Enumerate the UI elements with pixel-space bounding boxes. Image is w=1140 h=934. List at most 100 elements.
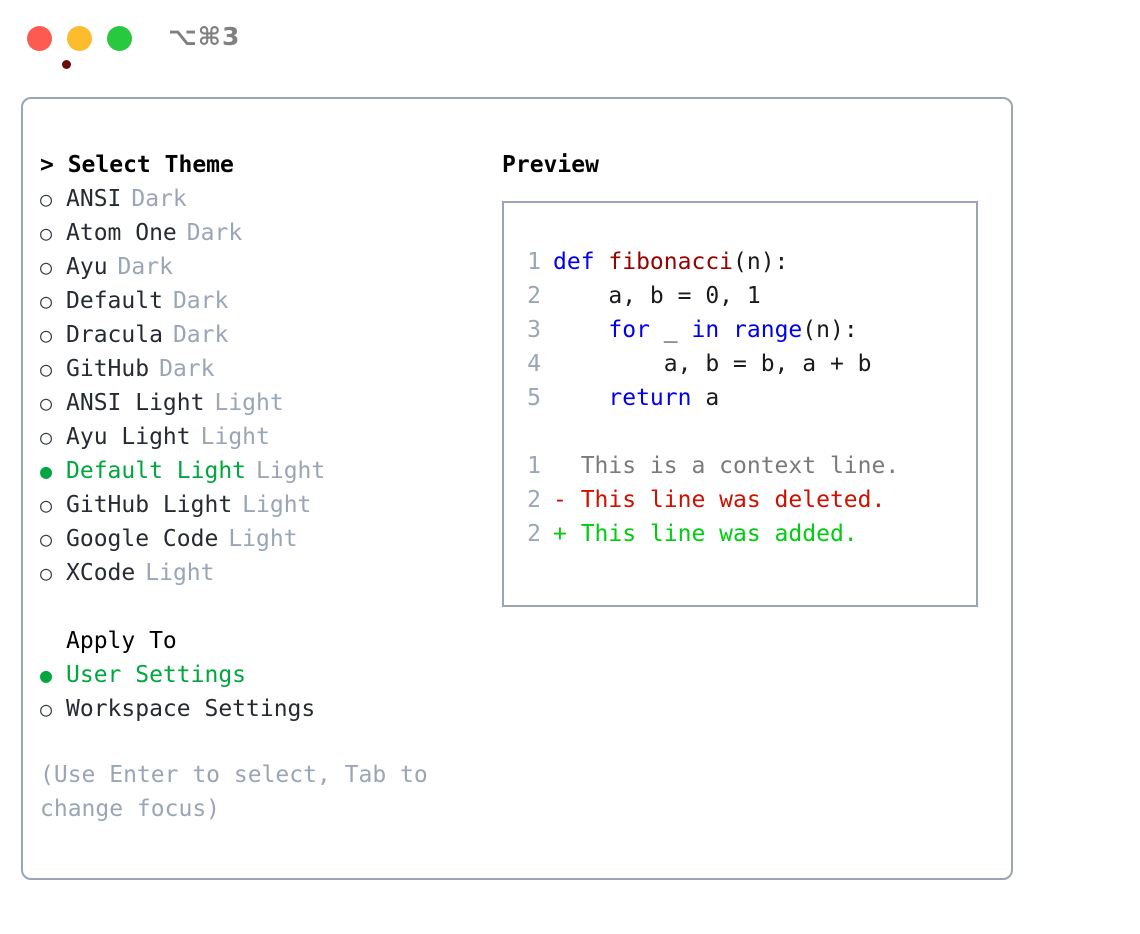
- apply-to-option-label: Workspace Settings: [66, 696, 316, 722]
- maximize-window-button[interactable]: [107, 26, 132, 51]
- code-token-plain: [719, 317, 733, 343]
- radio-selected-icon: ●: [40, 459, 53, 483]
- recording-indicator-dot: [62, 60, 71, 69]
- code-line-number: 2: [527, 283, 541, 309]
- code-token-plain: a: [691, 385, 720, 411]
- theme-variant-tag: Dark: [159, 356, 215, 382]
- keyboard-hint-text: (Use Enter to select, Tab to change focu…: [40, 762, 442, 822]
- theme-variant-tag: Light: [200, 424, 270, 450]
- code-line: 2 a, b = 0, 1: [513, 279, 972, 313]
- theme-option-ayu-light[interactable]: ○ Ayu Light Light: [40, 420, 470, 454]
- theme-option-label: XCode: [66, 560, 136, 586]
- theme-variant-tag: Light: [256, 458, 326, 484]
- apply-to-option-user-settings[interactable]: ● User Settings: [40, 658, 470, 692]
- apply-to-option-workspace-settings[interactable]: ○ Workspace Settings: [40, 692, 470, 726]
- code-line-number: 5: [527, 385, 541, 411]
- diff-line-content: - This line was deleted.: [553, 487, 886, 513]
- theme-option-github[interactable]: ○ GitHub Dark: [40, 352, 470, 386]
- theme-option-label: Atom One: [66, 220, 177, 246]
- theme-option-label: Default: [66, 288, 163, 314]
- code-line-number: 4: [527, 351, 541, 377]
- radio-unselected-icon: ○: [40, 187, 53, 211]
- diff-line-number: 2: [527, 521, 541, 547]
- code-token-plain: [553, 385, 608, 411]
- theme-variant-tag: Dark: [186, 220, 243, 246]
- code-line-content: def fibonacci(n):: [553, 245, 788, 279]
- diff-line-content: This is a context line.: [553, 453, 900, 479]
- theme-variant-tag: Dark: [172, 322, 229, 348]
- select-theme-header: > Select Theme: [40, 152, 234, 178]
- theme-option-label: Ayu: [66, 254, 108, 280]
- radio-unselected-icon: ○: [40, 255, 53, 279]
- code-token-fn: fibonacci: [608, 249, 734, 275]
- apply-to-option-label: User Settings: [66, 662, 247, 688]
- code-line-number: 1: [527, 249, 541, 275]
- diff-line-number: 1: [527, 453, 541, 479]
- theme-option-ansi-light[interactable]: ○ ANSI Light Light: [40, 386, 470, 420]
- theme-variant-tag: Dark: [117, 254, 173, 280]
- radio-unselected-icon: ○: [40, 221, 53, 245]
- code-line-content: return a: [553, 381, 719, 415]
- list-spacer: [40, 590, 470, 624]
- radio-unselected-icon: ○: [40, 697, 53, 721]
- radio-unselected-icon: ○: [40, 527, 53, 551]
- code-line-content: for _ in range(n):: [553, 313, 858, 347]
- code-token-plain: _: [649, 317, 692, 343]
- theme-option-label: Ayu Light: [66, 424, 191, 450]
- code-token-kw: return: [608, 385, 692, 411]
- code-token-kw: def: [553, 249, 609, 275]
- radio-unselected-icon: ○: [40, 391, 53, 415]
- theme-option-label: GitHub: [66, 356, 150, 382]
- keyboard-shortcut-label: ⌥⌘3: [168, 22, 241, 51]
- code-token-plain: (n):: [802, 317, 858, 343]
- theme-option-label: ANSI Light: [66, 390, 205, 416]
- code-token-kw: in: [691, 317, 720, 343]
- code-line-content: a, b = b, a + b: [553, 347, 872, 381]
- theme-variant-tag: Dark: [172, 288, 229, 314]
- diff-line-content: + This line was added.: [553, 521, 858, 547]
- theme-variant-tag: Dark: [131, 186, 187, 212]
- theme-variant-tag: Light: [228, 526, 298, 552]
- theme-option-label: Dracula: [66, 322, 163, 348]
- preview-header: Preview: [502, 152, 599, 178]
- code-token-kw: for: [608, 317, 650, 343]
- apply-to-header: Apply To: [66, 628, 177, 654]
- code-line: 5 return a: [513, 381, 972, 415]
- theme-option-label: Default Light: [66, 458, 247, 484]
- diff-line-number: 2: [527, 487, 541, 513]
- code-line: 3 for _ in range(n):: [513, 313, 972, 347]
- apply-to-option-list: ● User Settings ○ Workspace Settings: [40, 658, 470, 726]
- diff-line-ctx: 1 This is a context line.: [513, 449, 972, 483]
- theme-option-atom-one[interactable]: ○ Atom One Dark: [40, 216, 470, 250]
- code-token-plain: (n):: [733, 249, 789, 275]
- radio-unselected-icon: ○: [40, 493, 53, 517]
- window-titlebar: ⌥⌘3: [0, 0, 1140, 78]
- theme-option-default-light[interactable]: ● Default Light Light: [40, 454, 470, 488]
- theme-option-google-code[interactable]: ○ Google Code Light: [40, 522, 470, 556]
- code-line: 1 def fibonacci(n):: [513, 245, 972, 279]
- close-window-button[interactable]: [27, 26, 71, 69]
- radio-unselected-icon: ○: [40, 425, 53, 449]
- code-token-plain: [553, 317, 608, 343]
- theme-variant-tag: Light: [242, 492, 312, 518]
- minimize-window-button[interactable]: [67, 26, 92, 51]
- diff-line-del: 2 - This line was deleted.: [513, 483, 972, 517]
- theme-variant-tag: Light: [214, 390, 284, 416]
- radio-selected-icon: ●: [40, 663, 53, 687]
- radio-unselected-icon: ○: [40, 357, 53, 381]
- theme-option-ansi[interactable]: ○ ANSI Dark: [40, 182, 470, 216]
- theme-option-label: ANSI: [66, 186, 122, 212]
- theme-option-label: Google Code: [66, 526, 219, 552]
- theme-option-ayu[interactable]: ○ Ayu Dark: [40, 250, 470, 284]
